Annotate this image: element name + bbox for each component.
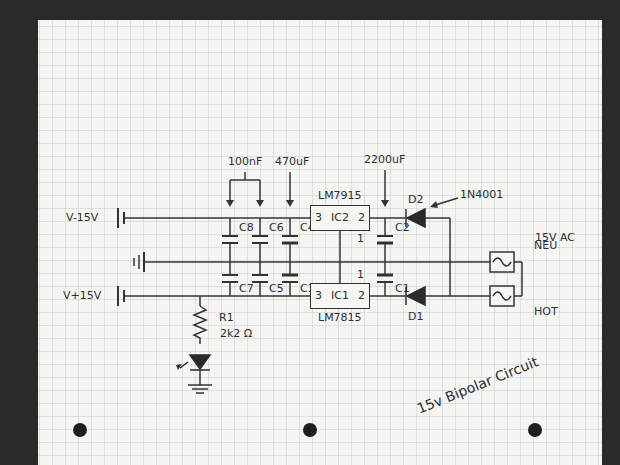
value-label: 100nF [228, 155, 262, 168]
supply-label: V-15V [66, 211, 98, 224]
circuit-title: 15v Bipolar Circuit [415, 353, 541, 417]
capacitor-plates [221, 236, 394, 282]
pin-number: 1 [357, 268, 364, 281]
part-name: C7 [239, 282, 254, 295]
regulator-box: LM7915321IC2 [310, 205, 370, 231]
arrowheads [176, 200, 438, 370]
pin-number: 2 [358, 211, 365, 224]
supply-label: V+15V [63, 289, 101, 302]
part-name: C1 [395, 282, 410, 295]
capacitor-symbols [222, 236, 393, 282]
paper-grid [38, 20, 602, 465]
part-label: LM7915 [318, 189, 362, 202]
part-label: LM7815 [318, 311, 362, 324]
source-label: NEU [534, 239, 557, 252]
part-label: 1N4001 [460, 188, 503, 201]
wires [118, 170, 522, 393]
value-label: 2k2 Ω [220, 327, 252, 340]
pin-number: 3 [315, 289, 322, 302]
pin-number: 3 [315, 211, 322, 224]
punch-holes [73, 423, 542, 437]
part-name: C2 [395, 221, 410, 234]
value-label: 470uF [275, 155, 309, 168]
part-name: C5 [269, 282, 284, 295]
paper-sheet [38, 20, 602, 465]
part-name: IC2 [331, 211, 349, 224]
part-name: D1 [408, 310, 423, 323]
pin-number: 2 [358, 289, 365, 302]
part-name: C8 [239, 221, 254, 234]
part-name: R1 [219, 311, 234, 324]
regulator-box: LM7815321IC1 [310, 283, 370, 309]
pin-number: 1 [357, 232, 364, 245]
diode-symbols [180, 209, 425, 370]
value-label: 2200uF [364, 153, 405, 166]
source-label: HOT [534, 305, 558, 318]
part-name: IC1 [331, 289, 349, 302]
part-name: C6 [269, 221, 284, 234]
part-name: D2 [408, 193, 423, 206]
